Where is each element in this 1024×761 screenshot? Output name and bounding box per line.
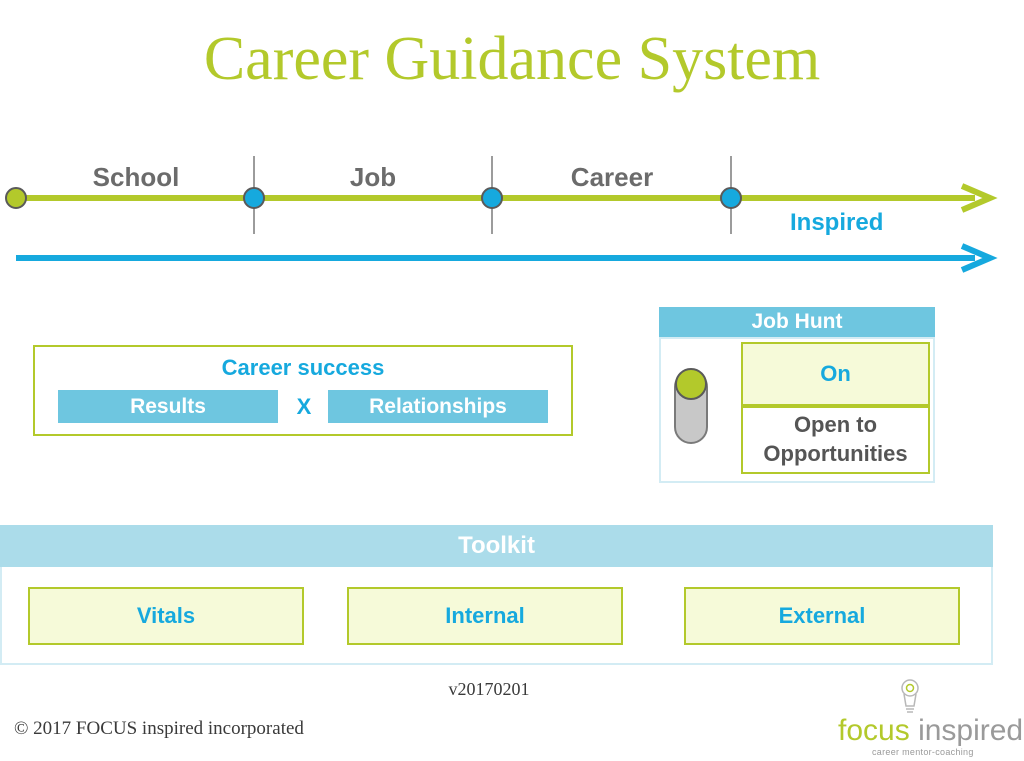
stage-label-job: Job <box>349 162 397 192</box>
stage-label-school: School <box>92 162 180 192</box>
inspired-arrow-head <box>960 243 998 273</box>
logo-word-inspired: inspired <box>918 714 1024 747</box>
timeline-node <box>720 187 742 209</box>
job-hunt-open-option[interactable]: Open to Opportunities <box>741 406 930 474</box>
version-label: v20170201 <box>448 679 530 699</box>
timeline-start-node <box>5 187 27 209</box>
open-option-line2: Opportunities <box>763 441 908 466</box>
multiply-operator: X <box>296 394 312 419</box>
open-option-line1: Open to <box>793 412 878 438</box>
copyright-notice: © 2017 FOCUS inspired incorporated <box>14 718 304 739</box>
toolkit-item-vitals[interactable]: Vitals <box>28 587 304 645</box>
toggle-knob[interactable] <box>675 368 707 400</box>
career-success-box: Career success Results X Relationships <box>33 345 573 436</box>
timeline-diagram <box>5 156 998 273</box>
brand-logo-wordmark: focus inspired <box>838 716 1023 746</box>
inspired-label: Inspired <box>790 209 884 236</box>
logo-tagline: career mentor-coaching <box>872 747 974 757</box>
results-chip: Results <box>58 390 278 423</box>
stage-label-career: Career <box>570 162 654 192</box>
job-hunt-on-option[interactable]: On <box>741 342 930 406</box>
toolkit-panel <box>0 567 993 665</box>
career-arrow-head <box>960 183 998 213</box>
toolkit-item-internal[interactable]: Internal <box>347 587 623 645</box>
toolkit-item-external[interactable]: External <box>684 587 960 645</box>
toolkit-header: Toolkit <box>0 525 993 567</box>
timeline-node <box>243 187 265 209</box>
timeline-node <box>481 187 503 209</box>
career-success-title: Career success <box>221 355 385 380</box>
job-hunt-header: Job Hunt <box>659 307 935 337</box>
lightbulb-icon <box>901 679 919 713</box>
relationships-chip: Relationships <box>328 390 548 423</box>
page-title: Career Guidance System <box>203 25 821 93</box>
logo-word-focus: focus <box>838 714 910 747</box>
job-hunt-panel <box>659 337 935 483</box>
